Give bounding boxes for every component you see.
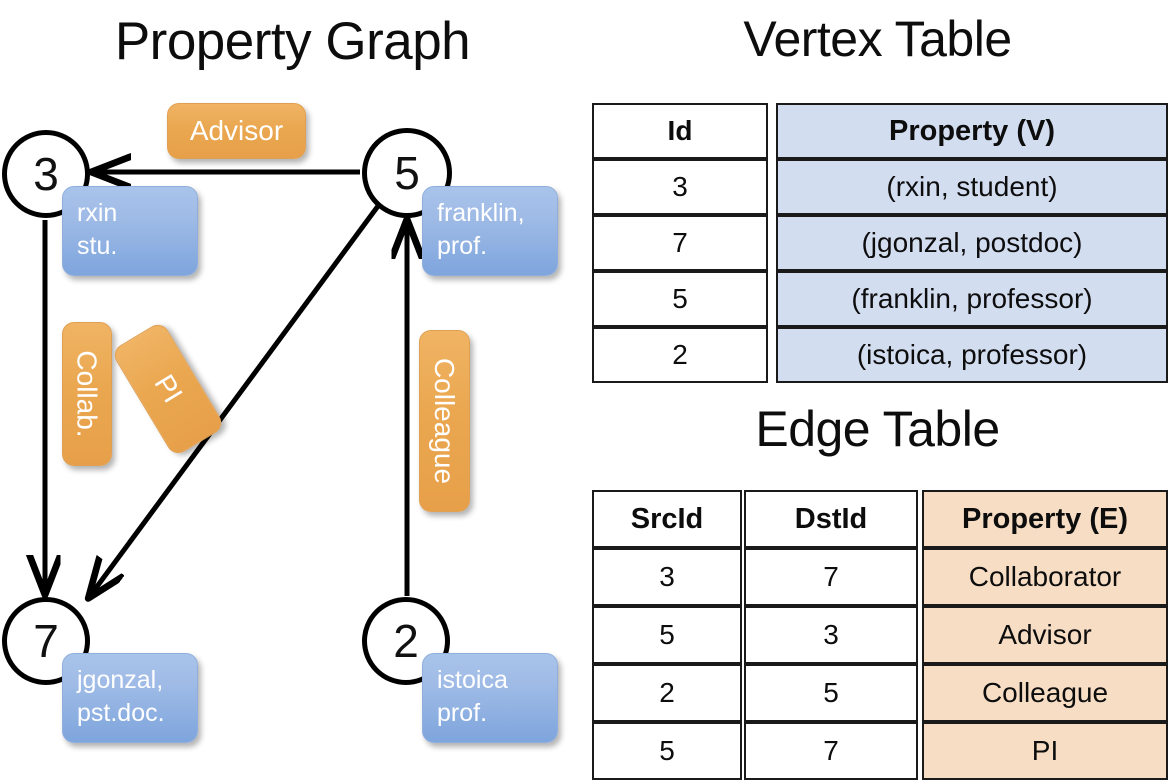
graph-node-5[interactable]: 5 [362, 128, 452, 218]
table-row: (istoica, professor) [776, 327, 1168, 383]
edge-table-property-column: Property (E) Collaborator Advisor Collea… [922, 490, 1168, 780]
table-row: PI [922, 722, 1168, 780]
table-header-row: Id [592, 103, 768, 159]
node-property-callout-5: franklin, prof. [422, 186, 558, 276]
edge-label-advisor: Advisor [167, 103, 306, 159]
table-row: 7 [744, 722, 918, 780]
vertex-table-cell-property: (rxin, student) [776, 159, 1168, 215]
page-title-property-graph: Property Graph [114, 12, 471, 71]
node-property-role-5: prof. [437, 232, 488, 260]
table-row: 5 [592, 606, 742, 664]
edge-table-cell-srcid: 2 [592, 664, 742, 722]
table-row: 5 [592, 722, 742, 780]
edge-table-header-dstid: DstId [744, 490, 918, 548]
vertex-table-cell-id: 5 [592, 271, 768, 327]
vertex-table-cell-id: 2 [592, 327, 768, 383]
node-property-role-2: prof. [437, 699, 488, 727]
edge-table-cell-srcid: 5 [592, 722, 742, 780]
property-graph-diagram: 3 5 7 2 rxin stu. franklin, prof. jgonza… [0, 0, 585, 760]
edge-table-cell-dstid: 5 [744, 664, 918, 722]
page-title-edge-table: Edge Table [755, 401, 1000, 457]
table-row: 7 [744, 548, 918, 606]
table-row: (franklin, professor) [776, 271, 1168, 327]
node-property-callout-3: rxin stu. [62, 186, 198, 276]
graph-node-7-label: 7 [33, 615, 59, 667]
table-row: 3 [592, 548, 742, 606]
edge-table-cell-property: Collaborator [922, 548, 1168, 606]
graph-node-3-label: 3 [33, 148, 59, 200]
edge-table-cell-property: Advisor [922, 606, 1168, 664]
edge-table-cell-property: PI [922, 722, 1168, 780]
graph-edge-arrows [0, 0, 585, 760]
table-row: 5 [744, 664, 918, 722]
node-property-role-7: pst.doc. [77, 699, 165, 727]
vertex-table-cell-property: (franklin, professor) [776, 271, 1168, 327]
table-header-row: Property (V) [776, 103, 1168, 159]
vertex-table-cell-id: 7 [592, 215, 768, 271]
edge-table-header-property: Property (E) [922, 490, 1168, 548]
node-property-callout-7: jgonzal, pst.doc. [62, 653, 198, 743]
edge-label-colleague-text: Colleague [429, 357, 461, 485]
table-row: 3 [592, 159, 768, 215]
page-title-vertex-table: Vertex Table [743, 11, 1012, 67]
edge-label-collab: Collab. [62, 322, 112, 466]
vertex-table-property-column: Property (V) (rxin, student) (jgonzal, p… [776, 103, 1168, 383]
edge-label-advisor-text: Advisor [189, 115, 284, 146]
vertex-table-header-id: Id [592, 103, 768, 159]
vertex-table-cell-property: (jgonzal, postdoc) [776, 215, 1168, 271]
vertex-table-header-property: Property (V) [776, 103, 1168, 159]
table-row: Collaborator [922, 548, 1168, 606]
node-property-name-3: rxin [77, 199, 118, 227]
edge-table-header-srcid: SrcId [592, 490, 742, 548]
vertex-table-cell-id: 3 [592, 159, 768, 215]
table-header-row: Property (E) [922, 490, 1168, 548]
node-property-name-5: franklin, [437, 199, 525, 227]
node-property-callout-2: istoica prof. [422, 653, 558, 743]
edge-label-pi-text: PI [148, 369, 189, 409]
node-property-role-3: stu. [77, 232, 118, 260]
table-header-row: SrcId [592, 490, 742, 548]
edge-table-cell-srcid: 3 [592, 548, 742, 606]
graph-node-2[interactable]: 2 [362, 597, 450, 685]
table-row: 5 [592, 271, 768, 327]
edge-label-colleague: Colleague [419, 330, 470, 512]
table-row: 7 [592, 215, 768, 271]
table-row: (rxin, student) [776, 159, 1168, 215]
table-header-row: DstId [744, 490, 918, 548]
table-row: 2 [592, 664, 742, 722]
table-row: (jgonzal, postdoc) [776, 215, 1168, 271]
table-row: 3 [744, 606, 918, 664]
vertex-table-id-column: Id 3 7 5 2 [592, 103, 768, 383]
edge-table-cell-dstid: 3 [744, 606, 918, 664]
vertex-table-cell-property: (istoica, professor) [776, 327, 1168, 383]
table-row: Colleague [922, 664, 1168, 722]
edge-table-cell-srcid: 5 [592, 606, 742, 664]
edge-table-srcid-column: SrcId 3 5 2 5 [592, 490, 742, 780]
edge-table-cell-dstid: 7 [744, 722, 918, 780]
edge-table-cell-property: Colleague [922, 664, 1168, 722]
graph-node-5-label: 5 [394, 147, 420, 199]
graph-node-2-label: 2 [393, 615, 419, 667]
node-property-name-7: jgonzal, [77, 666, 164, 694]
table-row: Advisor [922, 606, 1168, 664]
node-property-name-2: istoica [437, 666, 508, 694]
edge-label-collab-text: Collab. [72, 350, 104, 438]
table-row: 2 [592, 327, 768, 383]
edge-arrow-5-to-7 [90, 204, 381, 596]
edge-table-cell-dstid: 7 [744, 548, 918, 606]
edge-table-dstid-column: DstId 7 3 5 7 [744, 490, 918, 780]
